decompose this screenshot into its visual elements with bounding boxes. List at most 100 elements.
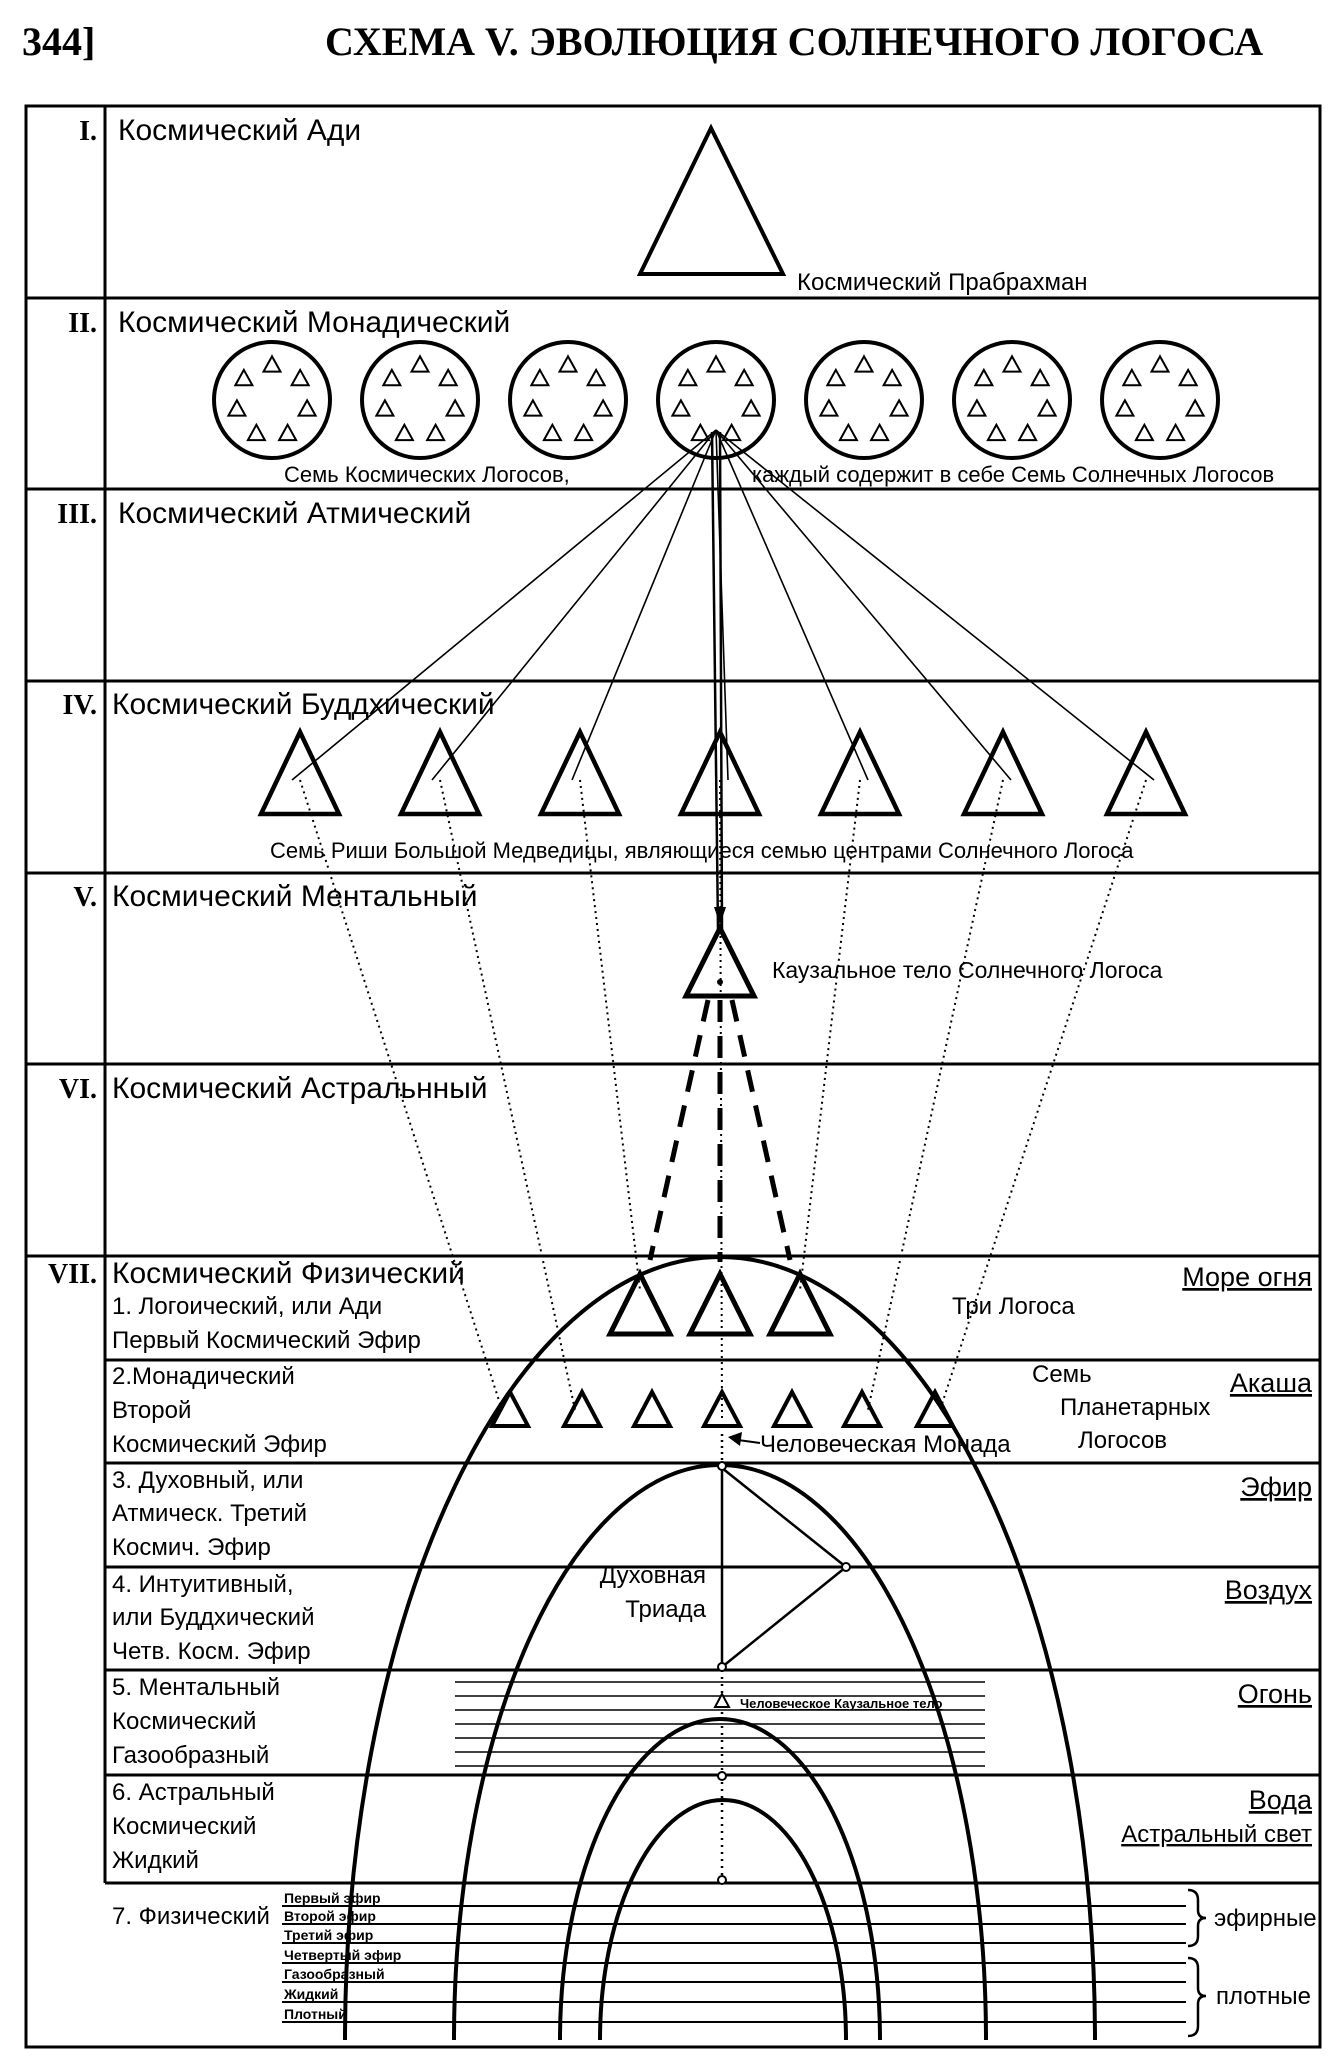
spiritual-triad-caption-1: Духовная	[600, 1562, 706, 1589]
solar-logos-triangle	[721, 422, 742, 442]
human-monad-caption: Человеческая Монада	[760, 1431, 1011, 1458]
cosmic-prabrahman-triangle	[636, 123, 787, 276]
subplane-6-line-3: Жидкий	[112, 1847, 199, 1874]
central-descent-line	[710, 431, 720, 931]
rishi-triangle-3	[537, 726, 623, 817]
solar-logos-triangle	[246, 422, 267, 442]
mental-subplane-lines	[455, 1681, 985, 1767]
physical-level-label-7: Плотный	[284, 2006, 347, 2022]
causal-body-point	[717, 979, 723, 985]
solar-logos-triangle	[1184, 398, 1206, 417]
rishi-dotted-line-1	[299, 779, 503, 1411]
subplane-1-line-1: 1. Логоический, или Ади	[112, 1293, 382, 1320]
human-causal-triangle	[713, 1691, 731, 1708]
subplane-5-line-1: 5. Ментальный	[112, 1674, 280, 1701]
solar-logos-triangle	[585, 367, 607, 387]
solar-logos-triangle	[296, 398, 318, 417]
rishi-dotted-line-3	[579, 779, 641, 1291]
causal-to-three-logoi-lines	[647, 999, 793, 1262]
plane-7-numeral: VII.	[48, 1259, 97, 1290]
solar-logos-triangle	[444, 398, 466, 417]
planetary-logos-triangle-5	[770, 1387, 814, 1428]
solar-logos-triangle	[986, 422, 1007, 442]
logos-line-7	[715, 429, 1155, 781]
solar-logos-triangle	[1001, 354, 1023, 373]
physical-level-label-5: Газообразный	[284, 1966, 385, 1982]
plane-4-numeral: IV.	[62, 690, 97, 721]
subplane-7-line-1: 7. Физический	[112, 1903, 270, 1930]
solar-logos-triangle	[705, 354, 727, 373]
plane-6-numeral: VI.	[59, 1074, 97, 1105]
solar-logos-triangle	[853, 354, 875, 373]
planetary-caption-1: Семь	[1032, 1361, 1092, 1388]
element-astral-light: Астральный свет	[1121, 1821, 1312, 1848]
solar-logos-triangle	[226, 398, 248, 417]
physical-level-lines	[282, 1905, 1186, 2023]
planetary-logos-triangle-3	[630, 1387, 674, 1428]
solar-logos-triangle	[289, 367, 311, 387]
rishi-dotted-line-7	[939, 779, 1147, 1411]
subplane-3-line-2: Атмическ. Третий	[112, 1500, 307, 1527]
rishi-triangle-4	[677, 726, 763, 817]
dense-brace	[1187, 1956, 1207, 2038]
central-descent-line-2	[718, 431, 724, 931]
plane-separators	[26, 296, 1320, 1258]
solar-logos-triangle	[573, 422, 594, 442]
solar-logos-triangle	[869, 422, 890, 442]
cosmic-logos-circle-5	[804, 340, 924, 460]
core-sphere	[598, 1798, 848, 2041]
solar-logos-triangle	[374, 398, 396, 417]
solar-logos-triangle	[529, 367, 551, 387]
rishis-caption: Семь Риши Большой Медведицы, являющиеся …	[270, 838, 1134, 863]
solar-logos-triangle	[1149, 354, 1171, 373]
rishi-triangle-2	[397, 726, 483, 817]
subplane-3-line-1: 3. Духовный, или	[112, 1467, 303, 1494]
three-logoi-triangles	[605, 1268, 835, 1337]
subplane-4-line-1: 4. Интуитивный,	[112, 1571, 294, 1598]
plane-1-name: Космический Ади	[118, 114, 361, 147]
element-labels: Море огня Акаша Эфир Воздух Огонь Вода А…	[1121, 1262, 1313, 1848]
solar-logos-triangle	[522, 398, 544, 417]
logos-line-1	[291, 429, 717, 781]
plane-3-numeral: III.	[57, 499, 97, 530]
solar-logos-triangle	[740, 398, 762, 417]
solar-logos-triangle	[973, 367, 995, 387]
solar-logos-triangle	[277, 422, 298, 442]
rishi-triangle-1	[257, 726, 343, 817]
plane-5-name: Космический Ментальный	[112, 880, 478, 913]
solar-logos-triangle	[1029, 367, 1051, 387]
human-monad-arrowhead	[728, 1432, 742, 1446]
element-akasha: Акаша	[1230, 1368, 1313, 1398]
plane-1-numeral: I.	[79, 116, 97, 147]
solar-logos-triangle	[557, 354, 579, 373]
three-logoi-caption: Три Логоса	[952, 1293, 1075, 1320]
logos-line-2	[431, 429, 717, 781]
solar-logos-triangle	[261, 354, 283, 373]
subplane-1-line-2: Первый Космический Эфир	[112, 1327, 421, 1354]
rishi-to-planetary-dotted-lines	[299, 779, 1147, 1421]
physical-level-label-2: Второй эфир	[284, 1908, 376, 1924]
seven-rishi-triangles	[257, 726, 1189, 817]
diagram-frame	[24, 104, 1322, 2049]
solar-logos-triangle	[233, 367, 255, 387]
planetary-logos-triangle-2	[560, 1387, 604, 1428]
subplane-4-line-3: Четв. Косм. Эфир	[112, 1638, 311, 1665]
solar-logos-triangle	[690, 422, 711, 442]
page-number: 344]	[22, 19, 96, 64]
plane-2-numeral: II.	[68, 308, 97, 339]
solar-logos-triangle	[818, 398, 840, 417]
solar-logos-triangle	[1165, 422, 1186, 442]
plane-2-name: Космический Монадический	[118, 306, 510, 339]
solar-logos-triangle	[1036, 398, 1058, 417]
subplane-3-line-3: Космич. Эфир	[112, 1534, 271, 1561]
solar-logos-triangle	[677, 367, 699, 387]
solar-logos-triangle	[1017, 422, 1038, 442]
solar-logos-triangle	[1177, 367, 1199, 387]
physical-level-label-6: Жидкий	[283, 1986, 338, 2002]
logos-line-3	[571, 429, 717, 781]
solar-logos-triangle	[542, 422, 563, 442]
dense-group-label: плотные	[1216, 1983, 1311, 2010]
solar-logos-triangle	[733, 367, 755, 387]
element-air: Воздух	[1225, 1575, 1313, 1605]
